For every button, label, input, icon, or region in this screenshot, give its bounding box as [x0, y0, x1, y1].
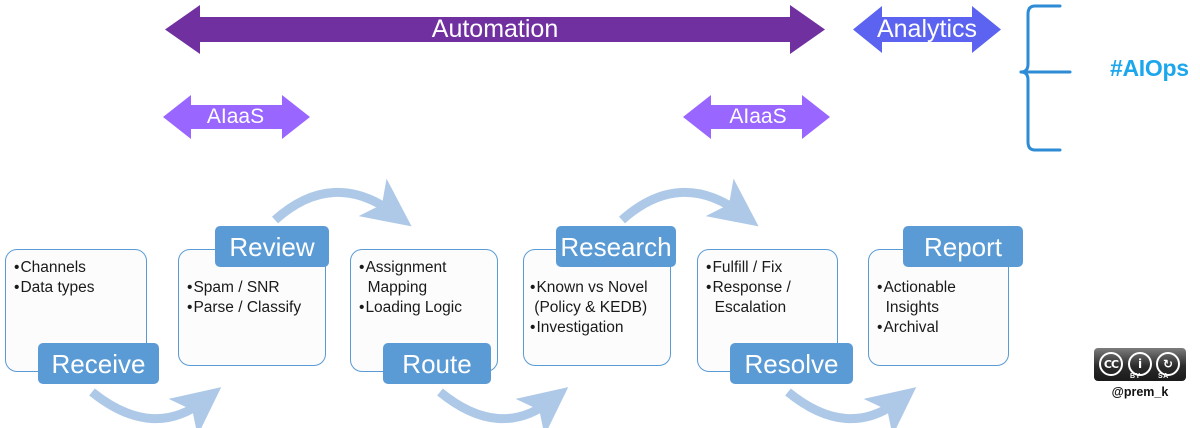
stage-label-resolve: Resolve	[730, 343, 853, 384]
process-items-resolve: Fulfill / Fix Response / Escalation	[706, 258, 833, 318]
process-box-research: Known vs Novel (Policy & KEDB) Investiga…	[523, 249, 671, 366]
cc-sa-label: SA	[1158, 373, 1169, 380]
aiops-brace	[1019, 4, 1062, 152]
aiaas-left-arrow	[163, 95, 310, 139]
stage-label-report: Report	[903, 226, 1023, 267]
automation-arrow	[165, 5, 825, 54]
stage-label-receive: Receive	[38, 343, 159, 384]
arrow-route-to-research	[437, 387, 569, 428]
analytics-arrow	[853, 6, 1001, 53]
cc-by-icon: i	[1128, 352, 1152, 376]
process-box-report: Actionable Insights Archival	[868, 249, 1009, 366]
stage-label-review: Review	[215, 226, 329, 267]
author-handle: @prem_k	[1111, 385, 1169, 399]
process-items-receive: Channels Data types	[14, 258, 142, 298]
aiaas-right-arrow	[683, 95, 830, 139]
stage-label-research: Research	[556, 226, 676, 267]
arrow-research-to-resolve	[618, 178, 759, 227]
aiops-label: #AIOps	[1110, 55, 1189, 81]
arrow-review-to-route	[271, 178, 412, 227]
process-box-review: Spam / SNR Parse / Classify	[178, 249, 326, 366]
process-items-review: Spam / SNR Parse / Classify	[187, 278, 321, 318]
arrow-resolve-to-report	[785, 387, 917, 428]
cc-icon: CC	[1099, 352, 1123, 376]
stage-label-route: Route	[383, 343, 491, 384]
process-items-research: Known vs Novel (Policy & KEDB) Investiga…	[530, 278, 666, 338]
creative-commons-badge: CC i ↻ BY SA	[1094, 348, 1186, 381]
arrow-receive-to-review	[89, 387, 222, 428]
cc-by-label: BY	[1130, 373, 1141, 380]
cc-sa-icon: ↻	[1156, 352, 1180, 376]
process-items-route: Assignment Mapping Loading Logic	[359, 258, 493, 318]
process-items-report: Actionable Insights Archival	[877, 278, 1004, 338]
